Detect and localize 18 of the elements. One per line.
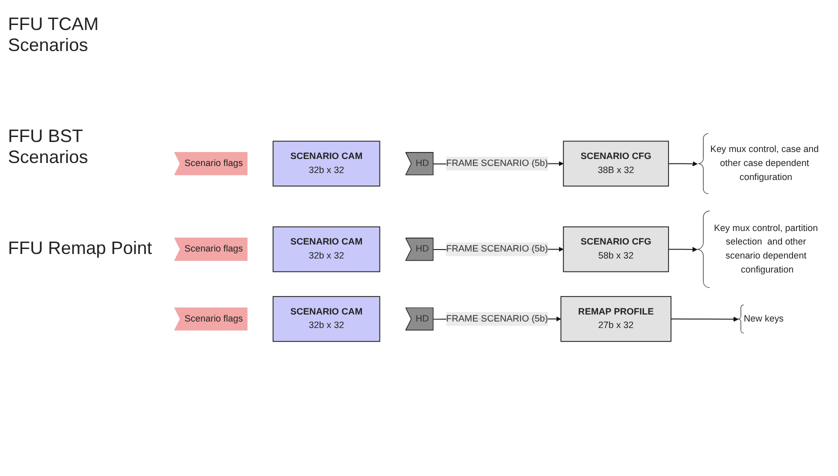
edge-label: FRAME SCENARIO (5b) — [446, 244, 548, 254]
node-box: SCENARIO CAM 32b x 32 — [272, 141, 380, 187]
node-box: SCENARIO CAM 32b x 32 — [272, 296, 380, 342]
section-heading: FFU TCAM Scenarios — [8, 14, 100, 56]
section-heading: FFU BST Scenarios — [8, 126, 90, 168]
arrow — [668, 247, 698, 252]
edge-label: FRAME SCENARIO (5b) — [446, 314, 548, 324]
arrow — [668, 162, 698, 167]
node-text: Key mux control, partition selection and other scenario dependent configuration — [714, 224, 818, 276]
edge-label: FRAME SCENARIO (5b) — [446, 158, 548, 169]
node-text: Key mux control, case and other case dependent configuration — [710, 145, 819, 183]
node-box: SCENARIO CAM 32b x 32 — [272, 226, 380, 273]
node-box: REMAP PROFILE 27b x 32 — [560, 296, 672, 342]
node-text: New keys — [744, 314, 784, 324]
node-box: SCENARIO CFG 38B x 32 — [562, 141, 669, 187]
arrow — [670, 317, 738, 322]
node-box: SCENARIO CFG 58b x 32 — [562, 226, 669, 273]
section-heading: FFU Remap Point — [8, 238, 154, 259]
